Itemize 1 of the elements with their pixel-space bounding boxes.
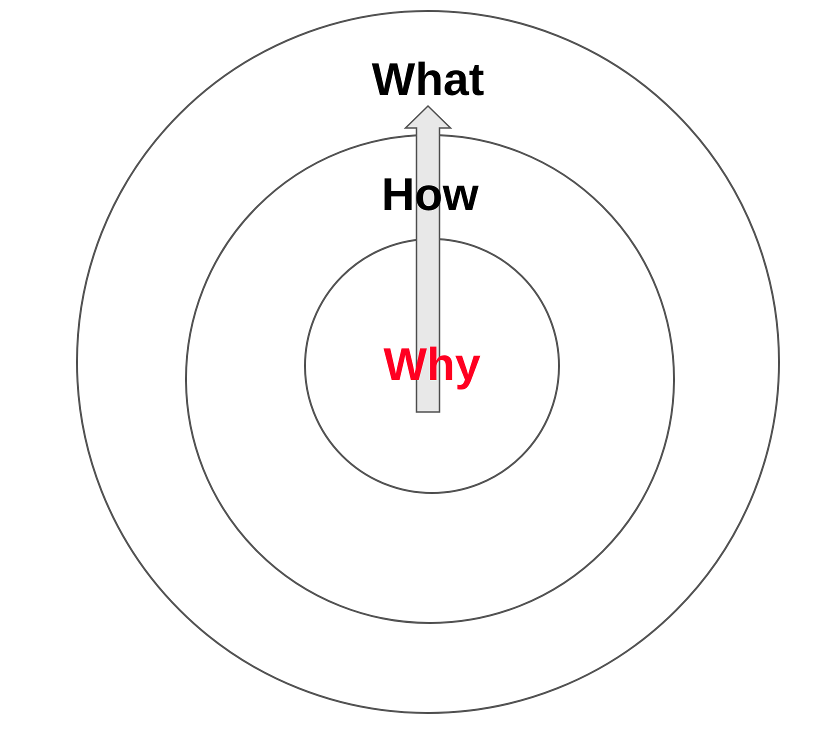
ring-label: What xyxy=(372,56,484,102)
